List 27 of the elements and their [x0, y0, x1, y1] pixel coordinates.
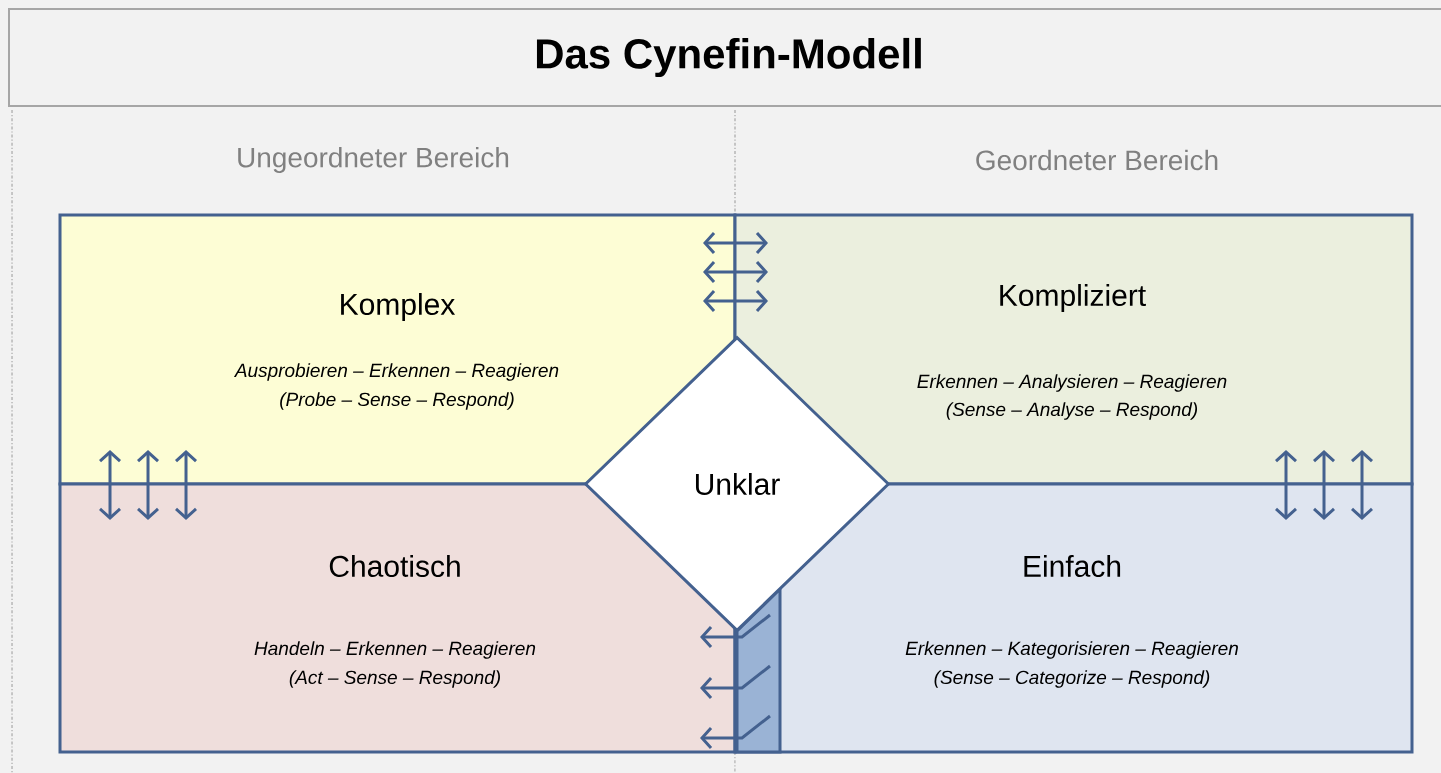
double-arrow — [1313, 450, 1335, 520]
domain-heading: Chaotisch — [329, 555, 460, 577]
domain-description: (Sense – Categorize – Respond) — [934, 670, 1210, 688]
domain-description: Ausprobieren – Erkennen – Reagieren — [233, 363, 559, 381]
domain-description: (Probe – Sense – Respond) — [280, 392, 514, 410]
area-label: Geordneter Bereich — [976, 149, 1218, 171]
title-bar: Das Cynefin-Modell — [8, 8, 1441, 107]
double-arrow — [1351, 450, 1373, 520]
domain-description: Erkennen – Analysieren – Reagieren — [917, 374, 1227, 392]
domain-description: (Act – Sense – Respond) — [289, 670, 500, 688]
domain-description: Erkennen – Kategorisieren – Reagieren — [905, 641, 1238, 659]
double-arrow — [1275, 450, 1297, 520]
domain-heading: Komplex — [341, 293, 456, 321]
arrow — [700, 714, 771, 749]
domain-description: (Sense – Analyse – Respond) — [946, 402, 1198, 420]
double-arrow — [703, 232, 768, 254]
double-arrow — [175, 450, 197, 520]
double-arrow — [137, 450, 159, 520]
arrow — [700, 613, 771, 648]
double-arrow — [703, 261, 768, 283]
domain-description: Handeln – Erkennen – Reagieren — [254, 641, 536, 659]
double-arrow — [703, 290, 768, 312]
double-arrow — [99, 450, 121, 520]
arrow — [700, 664, 771, 699]
domain-heading: Kompliziert — [1000, 284, 1146, 312]
area-label: Ungeordneter Bereich — [238, 146, 509, 174]
domain-heading: Einfach — [1024, 555, 1121, 577]
